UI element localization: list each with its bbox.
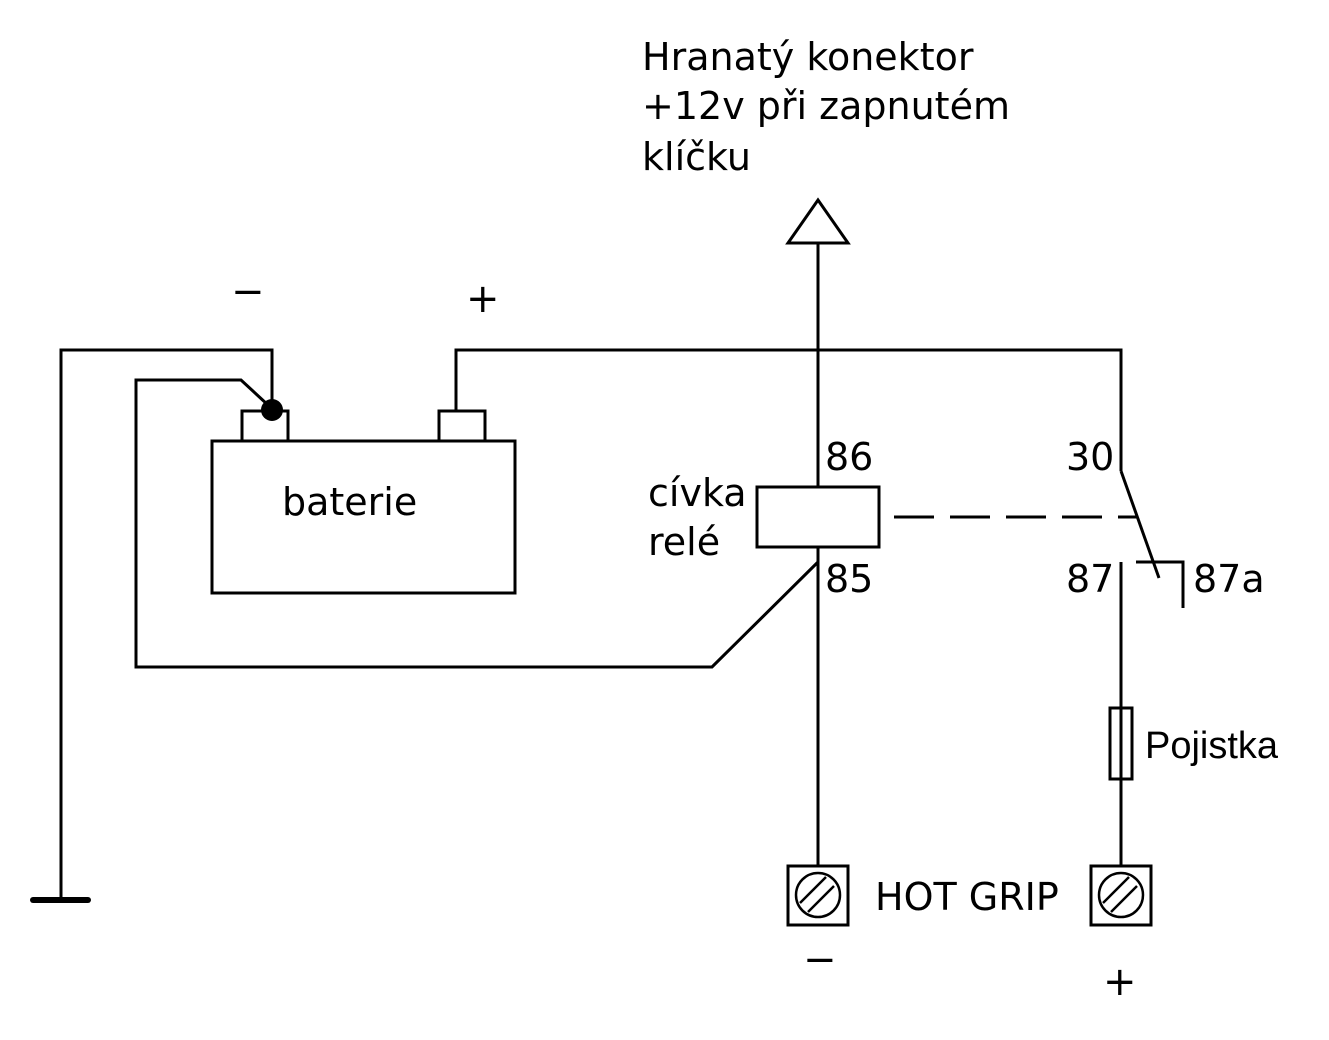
relay-switch: 30 87 87a (1066, 435, 1265, 608)
title-line-1: Hranatý konektor (642, 35, 974, 79)
contact-87a (1136, 560, 1185, 608)
connector-triangle-icon (785, 197, 851, 245)
relay-coil: cívka relé 86 85 (648, 435, 881, 601)
battery: baterie (210, 409, 517, 595)
hotgrip-label: HOT GRIP (875, 875, 1059, 919)
screw-slot-line-2 (1110, 885, 1138, 913)
hotgrip-terminal-positive (1089, 864, 1153, 927)
relay-coil-box (755, 485, 881, 549)
screw-slot-line-1 (799, 876, 827, 904)
hotgrip-minus-label: − (803, 937, 837, 983)
coil-label-line-1: cívka (648, 471, 747, 515)
battery-terminal-positive (437, 409, 487, 443)
screw-slot-line-2 (807, 885, 835, 913)
pin-87-label: 87 (1066, 557, 1114, 601)
pin-85-label: 85 (825, 557, 873, 601)
battery-body (210, 439, 517, 595)
pin-30-label: 30 (1066, 435, 1114, 479)
battery-minus-label: − (231, 269, 265, 315)
title-line-3: klíčku (642, 135, 751, 179)
title-line-2: +12v při zapnutém (642, 84, 1010, 128)
battery-plus-label: + (466, 276, 500, 322)
screw-terminal-icon (1097, 871, 1145, 919)
screw-terminal-icon (794, 871, 842, 919)
pin-87a-label: 87a (1193, 557, 1265, 601)
connector-title: Hranatý konektor +12v při zapnutém klíčk… (642, 35, 1010, 179)
wire-battery-positive-to-30 (454, 348, 1123, 471)
battery-label: baterie (282, 480, 417, 524)
wire-battery-negative-to-ground (59, 348, 274, 900)
pin-86-label: 86 (825, 435, 873, 479)
screw-slot-line-1 (1102, 876, 1130, 904)
coil-label-line-2: relé (648, 520, 720, 564)
hotgrip-plus-label: + (1103, 959, 1137, 1005)
hotgrip-terminal-negative (786, 864, 850, 927)
switch-contact-arm (1119, 470, 1161, 579)
terminal-box (786, 864, 850, 927)
terminal-box (1089, 864, 1153, 927)
fuse-label: Pojistka (1145, 725, 1279, 767)
wire-battery-negative-to-85 (134, 378, 820, 669)
